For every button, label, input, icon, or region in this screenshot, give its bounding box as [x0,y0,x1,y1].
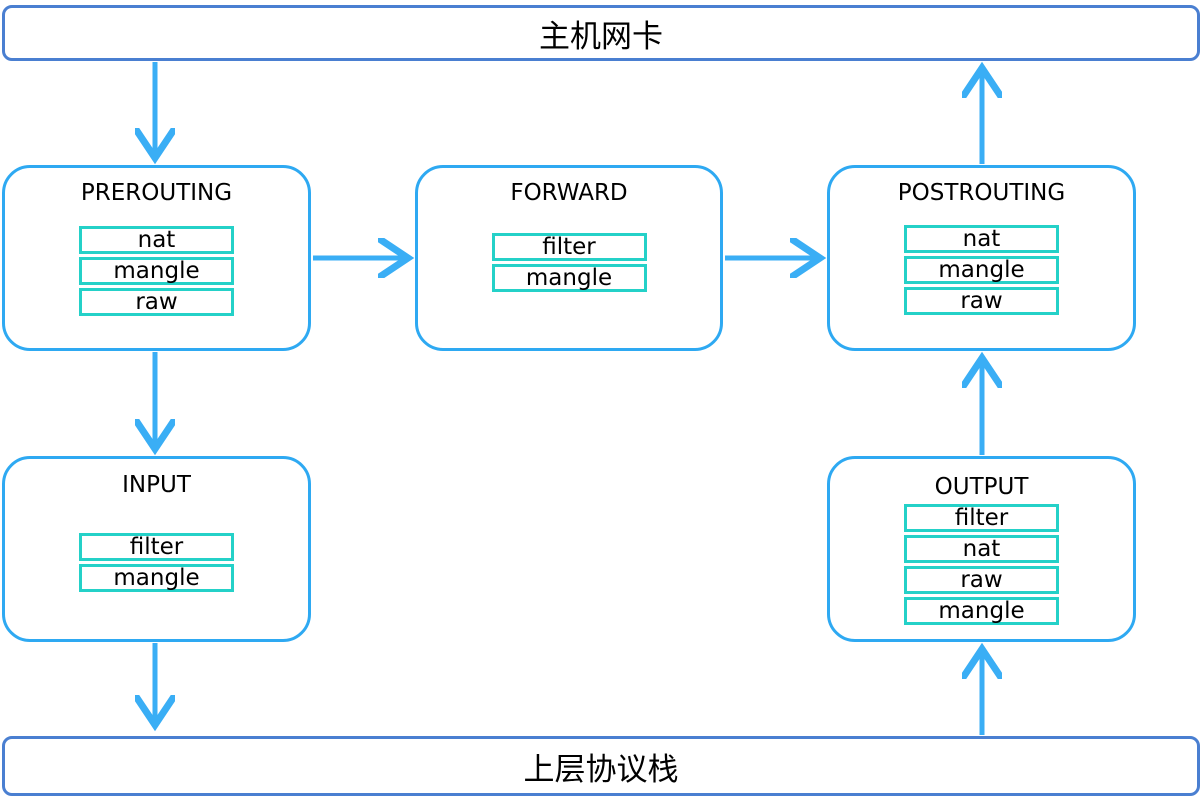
chain-output: OUTPUT filter nat raw mangle [827,456,1136,642]
chain-title: INPUT [122,472,191,498]
table-mangle: mangle [491,264,647,292]
table-mangle: mangle [904,256,1059,284]
table-filter: filter [491,233,647,261]
chain-title: PREROUTING [80,180,233,206]
protocol-stack-bar: 上层协议栈 [2,736,1200,796]
table-list: filter nat raw mangle [830,504,1133,628]
table-mangle: mangle [79,564,234,592]
table-list: nat mangle raw [5,226,308,319]
table-raw: raw [79,288,234,316]
table-filter: filter [79,533,234,561]
protocol-stack-bar-label: 上层协议栈 [523,751,679,788]
chain-input: INPUT filter mangle [2,456,311,642]
table-nat: nat [904,225,1059,253]
table-list: filter mangle [5,533,308,595]
chain-title: POSTROUTING [897,180,1066,206]
table-list: nat mangle raw [830,225,1133,318]
table-mangle: mangle [904,597,1059,625]
chain-postrouting: POSTROUTING nat mangle raw [827,165,1136,351]
table-raw: raw [904,287,1059,315]
nic-bar-label: 主机网卡 [539,18,663,55]
nic-bar: 主机网卡 [2,5,1200,61]
table-mangle: mangle [79,257,234,285]
chain-forward: FORWARD filter mangle [415,165,723,351]
chain-title: FORWARD [510,180,628,206]
chain-prerouting: PREROUTING nat mangle raw [2,165,311,351]
table-filter: filter [904,504,1059,532]
table-nat: nat [904,535,1059,563]
table-list: filter mangle [418,233,720,295]
chain-title: OUTPUT [934,474,1029,500]
table-raw: raw [904,566,1059,594]
table-nat: nat [79,226,234,254]
